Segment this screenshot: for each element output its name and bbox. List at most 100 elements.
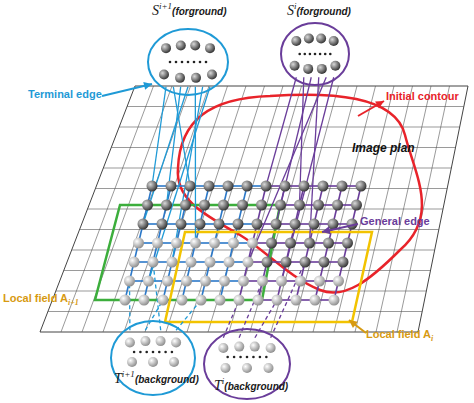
set-symbol: S [287,3,294,18]
pixel-node [200,276,211,287]
ellipsis-dot [314,53,317,56]
pixel-node [262,257,273,268]
pixel-node [205,257,216,268]
ellipsis-dot [139,351,142,354]
ellipsis-dot [158,351,161,354]
pixel-node [285,238,296,249]
terminal-edge [276,77,311,224]
pixel-node [337,181,348,192]
pixel-node [157,219,168,230]
pixel-node [261,181,272,192]
ellipsis-dot [259,356,262,359]
pixel-node [313,200,324,211]
grid-line [355,86,413,332]
node-label: Ti+1(background) [114,369,199,387]
grid-line [145,86,228,332]
image-plane [40,86,468,332]
pixel-node [332,200,343,211]
graph-vertex [175,73,185,83]
ellipsis-dot [226,356,229,359]
leader-label: Terminal edge [28,88,102,100]
pixel-node [356,181,367,192]
label-text: Initial contour [386,90,459,102]
set-caption: (forground) [297,6,351,17]
set-superscript: i [294,1,297,11]
ellipsis-dot [309,53,312,56]
pixel-node [185,181,196,192]
ellipsis-dot [145,351,148,354]
ellipsis-dot [265,356,268,359]
ellipsis-dot [164,351,167,354]
pixel-node [186,257,197,268]
ellipsis-dot [324,53,327,56]
grid-line [229,86,302,332]
ellipsis-dot [329,53,332,56]
pixel-node [162,276,173,287]
graph-vertex [127,357,137,367]
graph-vertex [317,64,327,74]
ellipsis-dot [205,61,208,64]
label-subscript: i [431,334,433,343]
graph-vertex [316,34,326,44]
pixel-node [253,295,264,306]
pixel-node [214,219,225,230]
grid-line [208,86,283,332]
pixel-node [124,276,135,287]
set-symbol: S [152,3,159,18]
pixel-node [256,200,267,211]
pixel-node [329,295,340,306]
local-field-yellow [165,232,372,322]
pixel-node [314,276,325,287]
node-ellipse [281,23,349,85]
terminal-edge [152,87,166,186]
ellipsis-dot [181,61,184,64]
graph-vertex [159,70,169,80]
graph-vertex [191,73,201,83]
pixel-node [323,238,334,249]
grid-line [103,86,191,332]
graph-vertex [266,343,276,353]
pixel-node [304,238,315,249]
pixel-node [318,181,329,192]
graph-vertex [205,43,215,53]
pixel-node [242,181,253,192]
ellipsis-dot [187,61,190,64]
pixel-node [152,238,163,249]
pixel-node [275,200,286,211]
pixel-node [294,200,305,211]
ellipsis-dot [193,61,196,64]
label-text: Image plan [352,141,415,155]
pixel-node [204,181,215,192]
pixel-node [120,295,131,306]
pixel-node [139,295,150,306]
terminal-edge [172,87,203,262]
graph-vertex [221,363,231,373]
pixel-node [195,219,206,230]
pixel-node [133,238,144,249]
graph-vertex [304,34,314,44]
graph-vertex [264,363,274,373]
leader-arrow [322,226,331,234]
pixel-node [266,238,277,249]
pixel-node [238,276,249,287]
pixel-node [180,200,191,211]
pixel-node [129,257,140,268]
field-label: Local field Ai [366,328,433,343]
set-superscript: i+1 [159,1,172,11]
pixel-node [342,238,353,249]
ellipsis-dot [298,53,301,56]
ellipsis-dot [199,61,202,64]
grid-line [124,86,209,332]
set-superscript: i+1 [122,369,135,379]
graph-vertex [330,61,340,71]
plane-label: Image plan [352,141,415,155]
pixel-node [309,219,320,230]
pixel-node [190,238,201,249]
pixel-node [319,257,330,268]
grid-line [61,86,154,332]
terminal-edge [266,77,296,186]
leader-label: Initial contour [386,90,459,102]
ellipsis-dot [175,61,178,64]
graph-vertex [329,36,339,46]
grid-line [250,86,320,332]
